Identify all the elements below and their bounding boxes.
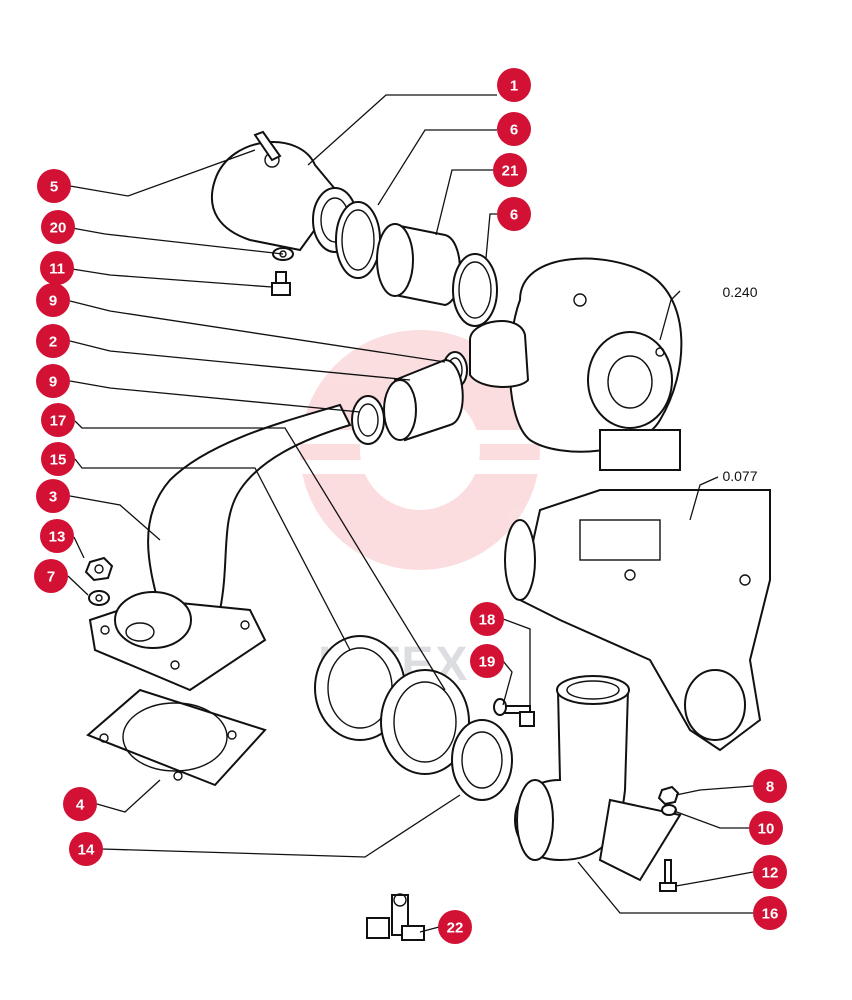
part-6-hose-clamp-upper — [335, 201, 381, 279]
callout-8: 8 — [753, 769, 787, 803]
callout-20: 20 — [41, 210, 75, 244]
part-14-seal-ring — [451, 719, 513, 801]
svg-text:11: 11 — [49, 261, 65, 278]
svg-text:10: 10 — [758, 821, 775, 838]
part-13-nut — [84, 556, 114, 582]
callout-21: 21 — [493, 153, 527, 187]
callout-3: 3 — [36, 479, 70, 513]
callout-10: 10 — [749, 811, 783, 845]
part-22-hardware-kit — [366, 893, 425, 941]
part-10-washer — [661, 804, 677, 816]
part-15-gasket — [380, 669, 470, 775]
callout-1: 1 — [497, 68, 531, 102]
svg-text:5: 5 — [50, 179, 58, 196]
svg-text:1: 1 — [510, 78, 518, 95]
part-8-nut — [657, 785, 680, 806]
part-7-washer — [88, 590, 110, 606]
svg-text:16: 16 — [762, 906, 779, 923]
callout-6-lower: 6 — [497, 197, 531, 231]
svg-text:14: 14 — [78, 842, 95, 859]
part-2-hose — [383, 358, 464, 442]
part-16-elbow-pipe — [513, 675, 682, 882]
svg-text:6: 6 — [510, 207, 518, 224]
svg-text:9: 9 — [49, 293, 57, 310]
callout-19: 19 — [470, 644, 504, 678]
callout-2: 2 — [36, 324, 70, 358]
part-3-outlet-bend — [88, 403, 352, 692]
part-21-air-hose — [376, 223, 461, 307]
svg-text:6: 6 — [510, 122, 518, 139]
svg-text:3: 3 — [49, 489, 57, 506]
reference-label-turbo: 0.240 — [722, 284, 757, 300]
part-12-bolt — [659, 859, 677, 892]
turbocharger — [469, 257, 683, 471]
callout-6-upper: 6 — [497, 112, 531, 146]
svg-text:8: 8 — [766, 779, 774, 796]
svg-text:4: 4 — [76, 797, 85, 814]
callout-17: 17 — [41, 403, 75, 437]
callout-18: 18 — [470, 602, 504, 636]
part-11-bolt — [271, 271, 291, 296]
part-9-clamp-lower — [351, 395, 385, 445]
reference-label-manifold: 0.077 — [722, 468, 757, 484]
callout-5: 5 — [37, 169, 71, 203]
svg-text:17: 17 — [50, 413, 67, 430]
svg-text:12: 12 — [762, 865, 779, 882]
callout-11: 11 — [40, 251, 74, 285]
svg-text:2: 2 — [49, 334, 57, 351]
svg-text:18: 18 — [479, 612, 496, 629]
part-6-hose-clamp-lower — [452, 253, 498, 327]
callout-14: 14 — [69, 832, 103, 866]
svg-text:22: 22 — [447, 920, 464, 937]
ref-text: 0.240 — [722, 284, 757, 300]
callout-9-upper: 9 — [36, 283, 70, 317]
callout-16: 16 — [753, 896, 787, 930]
callout-4: 4 — [63, 787, 97, 821]
callout-13: 13 — [40, 519, 74, 553]
svg-text:19: 19 — [479, 654, 496, 671]
svg-text:9: 9 — [49, 374, 57, 391]
svg-text:21: 21 — [502, 163, 519, 180]
svg-text:15: 15 — [50, 452, 67, 469]
callout-9-lower: 9 — [36, 364, 70, 398]
part-4-gasket — [86, 688, 267, 787]
callout-22: 22 — [438, 910, 472, 944]
callout-7: 7 — [34, 559, 68, 593]
callout-12: 12 — [753, 855, 787, 889]
leader-lines — [67, 94, 754, 933]
svg-text:7: 7 — [47, 569, 55, 586]
part-1-elbow-housing — [210, 130, 358, 253]
exhaust-manifold — [504, 489, 771, 752]
callout-15: 15 — [41, 442, 75, 476]
svg-text:13: 13 — [49, 529, 66, 546]
svg-text:20: 20 — [50, 220, 67, 237]
ref-text: 0.077 — [722, 468, 757, 484]
